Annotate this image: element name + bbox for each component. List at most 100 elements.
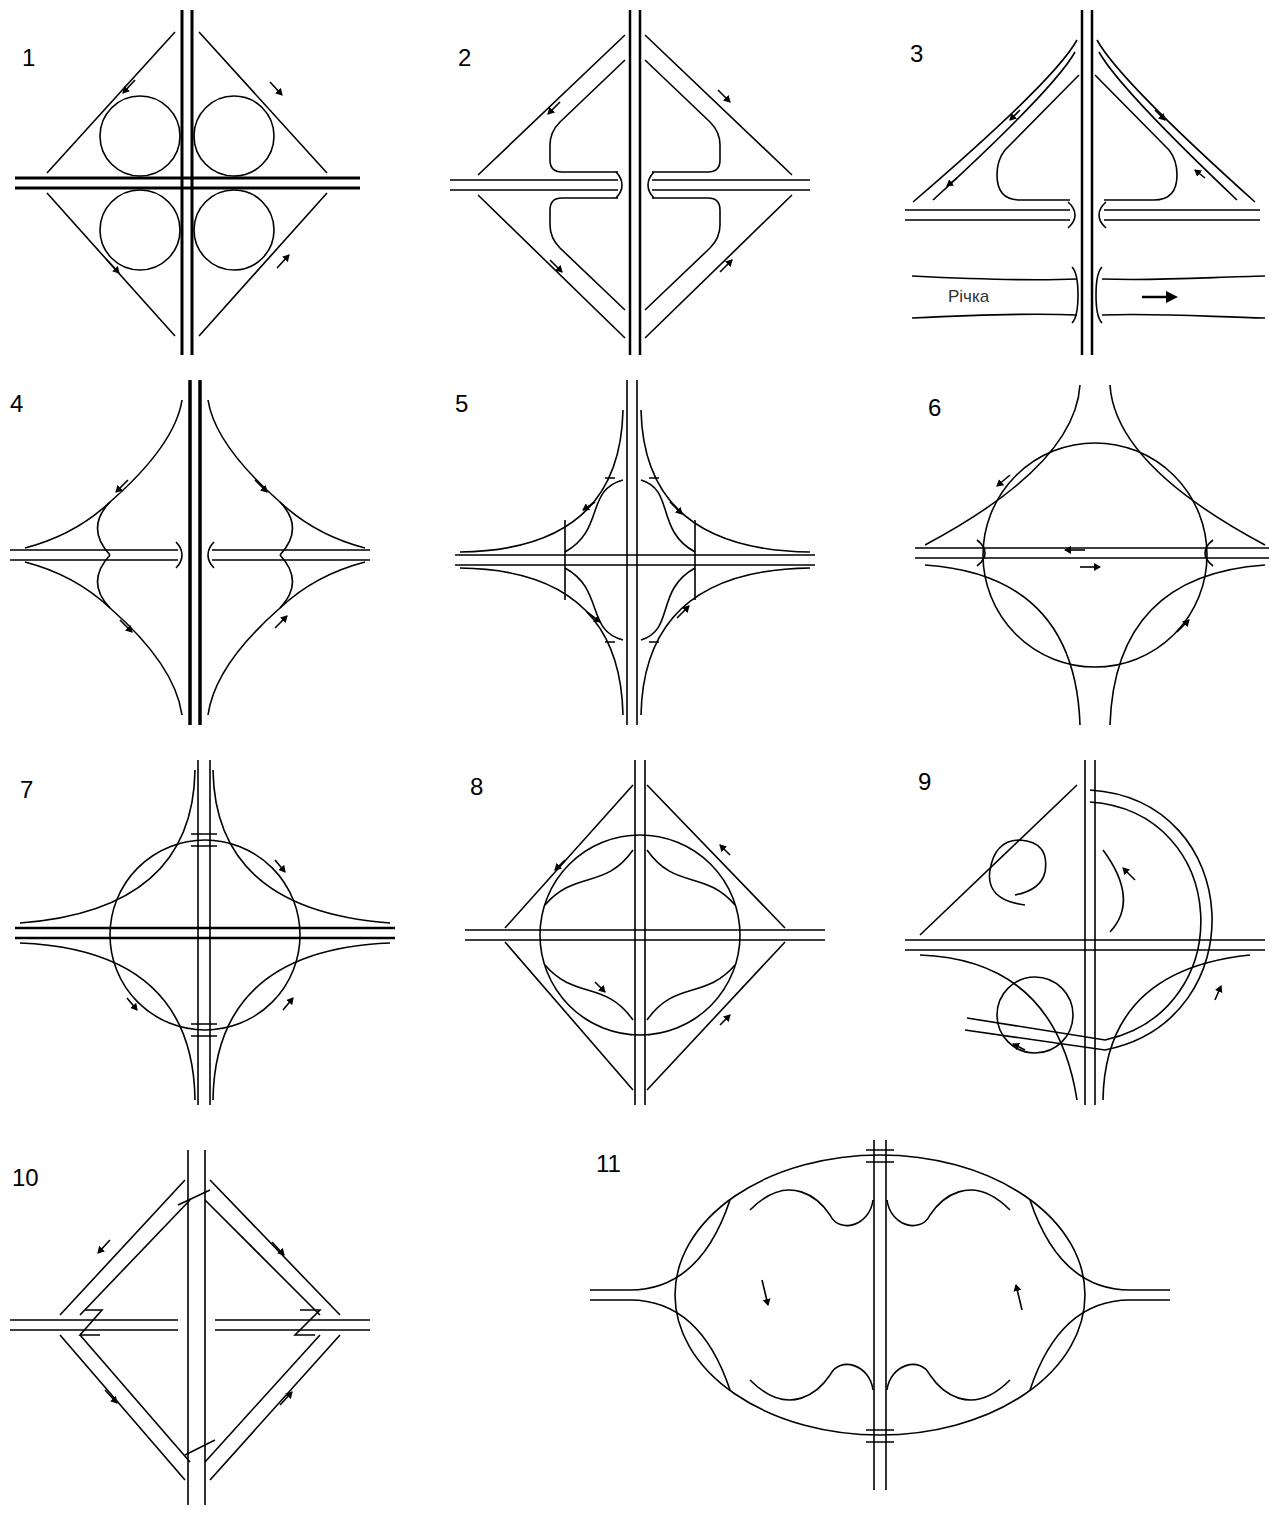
road-line bbox=[105, 1390, 117, 1403]
road-line bbox=[25, 400, 182, 715]
road-line bbox=[605, 478, 659, 642]
road-line bbox=[947, 178, 957, 186]
road-line bbox=[275, 616, 287, 628]
callout-number: 5 bbox=[455, 392, 468, 416]
road-line bbox=[670, 502, 682, 514]
road-line bbox=[98, 1240, 110, 1253]
road-line bbox=[933, 52, 1237, 200]
callout-number: 6 bbox=[928, 396, 941, 420]
road-line bbox=[989, 840, 1045, 905]
road-line bbox=[750, 1364, 1010, 1400]
road-line bbox=[275, 860, 285, 872]
road-line bbox=[645, 60, 720, 172]
road-line bbox=[15, 928, 395, 938]
flow-arrow-head bbox=[1166, 291, 1178, 303]
elliptical-interchange bbox=[590, 1140, 1170, 1490]
road-line bbox=[565, 480, 695, 640]
callout-number: 8 bbox=[470, 775, 483, 799]
road-line bbox=[920, 785, 1077, 935]
road-line bbox=[255, 480, 267, 492]
road-line bbox=[1123, 868, 1135, 880]
road-line bbox=[1010, 110, 1020, 120]
road-line bbox=[15, 10, 360, 355]
road-line bbox=[60, 1180, 190, 1480]
road-line bbox=[270, 82, 282, 95]
callout-number: 11 bbox=[596, 1152, 621, 1176]
road-line bbox=[1065, 549, 1085, 551]
road-line bbox=[587, 612, 600, 622]
loop-arc-interchange bbox=[905, 760, 1265, 1105]
road-line bbox=[925, 385, 1265, 725]
road-line bbox=[677, 606, 689, 618]
road-line bbox=[720, 1015, 730, 1025]
road-line bbox=[977, 540, 1213, 566]
callout-number: 9 bbox=[918, 770, 931, 794]
directional-interchange bbox=[450, 10, 810, 355]
road-line bbox=[110, 840, 300, 1030]
road-line bbox=[478, 35, 792, 338]
road-line bbox=[98, 502, 293, 608]
cloverleaf-interchange bbox=[15, 10, 360, 355]
road-line bbox=[198, 760, 210, 1105]
road-line bbox=[190, 380, 200, 725]
road-line bbox=[176, 542, 214, 568]
callout-number: 4 bbox=[10, 392, 23, 416]
road-line bbox=[10, 1320, 370, 1330]
road-line bbox=[616, 172, 654, 198]
road-line bbox=[630, 10, 640, 355]
road-line bbox=[10, 550, 370, 560]
road-line bbox=[590, 1200, 1170, 1390]
road-line bbox=[1195, 170, 1205, 178]
road-line bbox=[505, 785, 785, 1090]
river-bank-line bbox=[912, 276, 1265, 318]
callout-number: 2 bbox=[458, 46, 471, 70]
callout-number: 3 bbox=[910, 42, 923, 66]
road-line bbox=[905, 210, 1260, 220]
road-line bbox=[460, 410, 810, 715]
road-line bbox=[540, 835, 740, 1035]
road-line bbox=[116, 480, 128, 492]
road-line bbox=[595, 982, 605, 992]
crossover-diamond-interchange bbox=[10, 1150, 370, 1505]
road-line bbox=[983, 443, 1207, 667]
callout-number: 10 bbox=[12, 1166, 39, 1190]
trumpet-interchange bbox=[905, 10, 1260, 355]
road-line bbox=[1095, 75, 1177, 200]
road-line bbox=[1155, 110, 1165, 120]
road-line bbox=[720, 260, 732, 272]
road-line bbox=[280, 1392, 292, 1405]
river-name: Річка bbox=[948, 287, 989, 307]
road-line bbox=[905, 760, 1265, 1105]
road-line bbox=[565, 520, 695, 600]
roundabout-interchange bbox=[915, 385, 1269, 725]
road-line bbox=[1103, 850, 1123, 932]
road-line bbox=[555, 860, 565, 870]
road-line bbox=[107, 260, 119, 273]
road-line bbox=[915, 548, 1269, 558]
road-line bbox=[80, 1190, 320, 1455]
road-line bbox=[874, 1140, 886, 1490]
road-line bbox=[208, 400, 365, 715]
road-line bbox=[272, 1242, 284, 1255]
road-line bbox=[100, 96, 180, 176]
circle-interchange bbox=[15, 760, 395, 1105]
road-line bbox=[997, 475, 1010, 486]
road-line bbox=[450, 180, 810, 190]
road-line bbox=[1082, 10, 1092, 355]
road-line bbox=[194, 96, 274, 176]
flow-arrow bbox=[1142, 296, 1170, 299]
road-line bbox=[205, 1180, 340, 1480]
road-line bbox=[277, 255, 289, 268]
road-line bbox=[762, 1280, 768, 1305]
road-line bbox=[545, 850, 735, 1020]
road-line bbox=[965, 790, 1212, 1050]
road-line bbox=[1016, 1285, 1022, 1310]
callout-number: 1 bbox=[22, 46, 35, 70]
road-line bbox=[1080, 566, 1100, 568]
road-line bbox=[1215, 986, 1221, 1000]
road-line bbox=[913, 40, 1255, 202]
road-line bbox=[750, 1190, 1010, 1226]
road-line bbox=[675, 1155, 1085, 1435]
road-line bbox=[548, 102, 560, 114]
road-line bbox=[191, 834, 217, 1036]
